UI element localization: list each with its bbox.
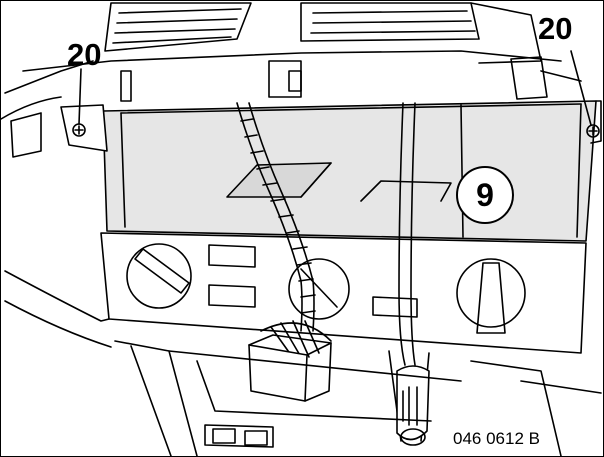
upper-air-vents <box>1 2 562 158</box>
screw-left <box>72 68 86 137</box>
dash-brackets <box>120 56 582 102</box>
wiring-harness <box>236 102 332 358</box>
screw-right <box>570 50 600 138</box>
callout-panel: 9 <box>456 166 514 224</box>
lower-console <box>114 340 602 456</box>
storage-tray-panel <box>102 100 597 242</box>
heater-control-panel <box>4 232 587 354</box>
callout-screw-left: 20 <box>67 37 102 72</box>
connector-plug <box>248 334 332 402</box>
callout-screw-right: 20 <box>538 11 573 46</box>
figure-code: 046 0612 B <box>453 429 540 448</box>
